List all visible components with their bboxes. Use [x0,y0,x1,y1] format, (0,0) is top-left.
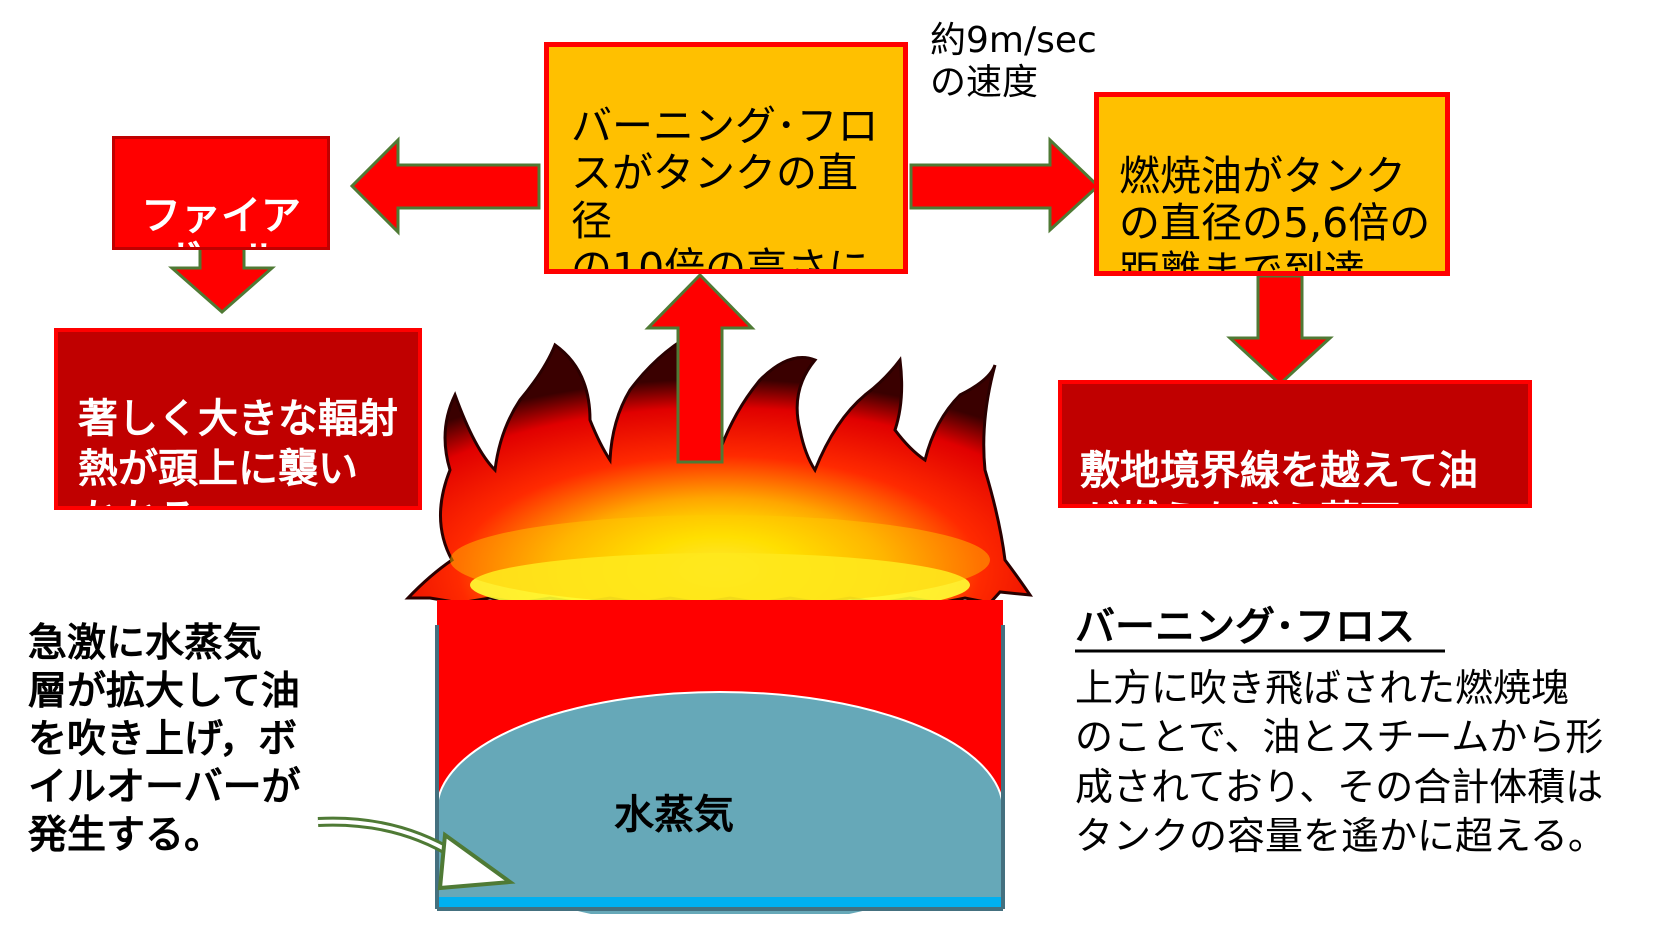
radiant-heat-text: 著しく大きな輻射 熱が頭上に襲い かかる。 [78,396,398,506]
steam-label: 水蒸気 [614,792,734,838]
oil-falls-box: 敷地境界線を越えて油 が燃えながら落下。 [1058,380,1532,508]
arrow-oil-reach-down [1226,274,1334,387]
radiant-heat-box: 著しく大きな輻射 熱が頭上に襲い かかる。 [54,328,422,510]
oil-reach-text: 燃焼油がタンク の直径の5,6倍の 距離まで到達。 [1119,151,1431,276]
fireball-text: ファイア ボール [141,192,301,247]
boilover-caption: 急激に水蒸気 層が拡大して油 を吹き上げ，ボ イルオーバーが 発生する。 [28,621,301,858]
definition-text: 上方に吹き飛ばされた燃焼塊 のことで、油とスチームから形 成されており、その合計… [1075,666,1606,859]
caption-pointer-arrow [317,816,516,891]
burning-froth-box: バーニング･フロ スがタンクの直径 の10倍の高さに 吹上。 [544,42,908,274]
burning-froth-text: バーニング･フロ スがタンクの直径 の10倍の高さに 吹上。 [571,101,879,274]
definition-term: バーニング･フロス [1075,604,1415,650]
oil-falls-text: 敷地境界線を越えて油 が燃えながら落下。 [1080,448,1478,504]
arrow-fireball-down [168,244,276,314]
arrow-right-to-oil-reach [909,136,1101,234]
arrow-up-to-burning-froth [644,272,756,464]
arrow-left-to-fireball [349,136,541,236]
speed-label: 約9m/sec の速度 [930,20,1097,104]
oil-reach-box: 燃焼油がタンク の直径の5,6倍の 距離まで到達。 [1094,92,1450,276]
fireball-box: ファイア ボール [112,136,330,250]
oil-tank [435,600,1005,914]
